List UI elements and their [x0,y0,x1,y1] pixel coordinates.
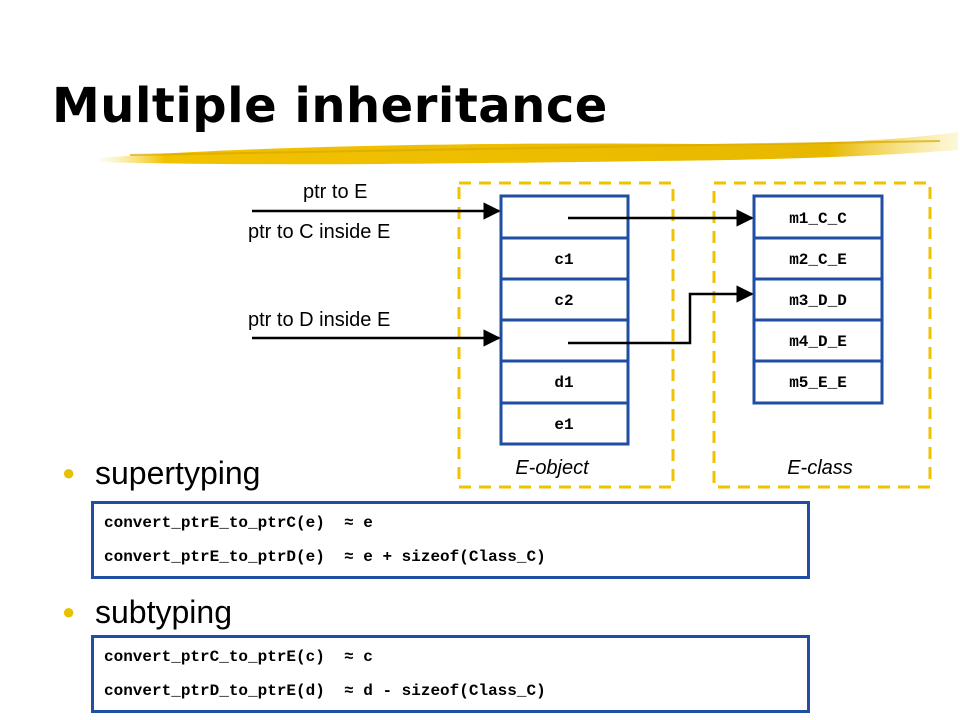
e-object-table: c1 c2 d1 e1 [499,194,630,446]
e-class-table: m1_C_C m2_C_E m3_D_D m4_D_E m5_E_E [752,194,884,405]
code-line: convert_ptrE_to_ptrD(e) ≈ e + sizeof(Cla… [104,548,546,566]
code-line: convert_ptrE_to_ptrC(e) ≈ e [104,514,373,532]
class-cell: m4_D_E [789,333,847,351]
object-cell: c1 [554,251,573,269]
subtyping-label: subtyping [95,594,232,630]
bullet-icon: ● [62,599,76,624]
vptr-d-arrow [568,285,754,345]
object-cell: d1 [554,374,573,392]
ptr-c-label: ptr to C inside E [248,221,390,243]
subtyping-bullet: ● subtyping [62,592,232,632]
e-class-frame [712,181,932,489]
supertyping-label: supertyping [95,455,261,491]
class-cell: m5_E_E [789,374,847,392]
ptr-d-label: ptr to D inside E [248,309,390,331]
title-underline [96,132,958,165]
ptr-e-label: ptr to E [303,181,367,203]
page-title: Multiple inheritance [52,78,608,134]
supertyping-bullet: ● supertyping [62,453,261,493]
class-cell: m3_D_D [789,292,847,310]
object-cell: e1 [554,416,573,434]
class-cell: m2_C_E [789,251,847,269]
code-line: convert_ptrD_to_ptrE(d) ≈ d - sizeof(Cla… [104,682,546,700]
bullet-icon: ● [62,460,76,485]
code-line: convert_ptrC_to_ptrE(c) ≈ c [104,648,373,666]
e-object-frame [457,181,675,489]
subtyping-code-box: convert_ptrC_to_ptrE(c) ≈ c convert_ptrD… [91,635,810,713]
class-cell: m1_C_C [789,210,847,228]
supertyping-code-box: convert_ptrE_to_ptrC(e) ≈ e convert_ptrE… [91,501,810,579]
e-object-caption: E-object [515,457,590,479]
e-class-caption: E-class [787,457,853,479]
object-cell: c2 [554,292,573,310]
